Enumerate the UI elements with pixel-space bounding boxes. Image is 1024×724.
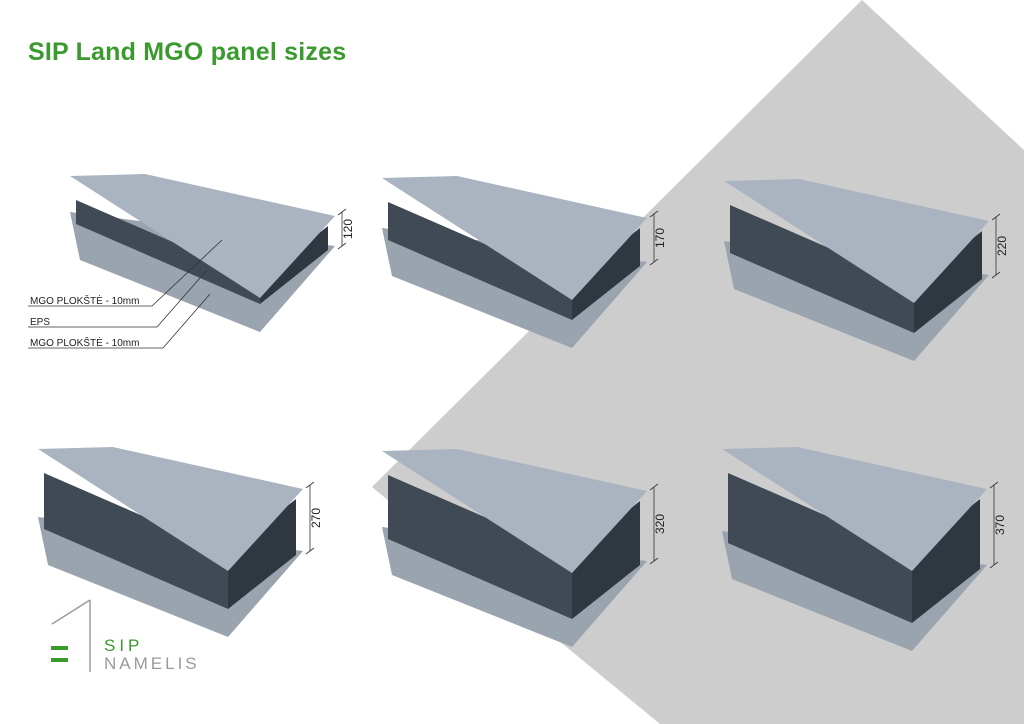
dimension-tick-top [649,483,659,491]
page-title: SIP Land MGO panel sizes [28,38,347,66]
panel-top-sheet [382,449,647,573]
panel-core-front [730,205,914,333]
dimension-tick-bottom [649,258,659,266]
panel-170: 170 [382,176,667,348]
panel-core-side [228,499,296,609]
brand-sip-text: SIP [104,636,144,655]
panel-top-sheet [382,176,647,300]
panel-core-side [912,499,980,623]
dimension-tick-top [991,213,1001,221]
panel-core-front [388,475,572,619]
panel-270: 270 [38,447,323,637]
brand-sip: SIP [104,636,143,656]
panel-core-front [388,202,572,320]
panel-top-sheet [724,179,989,303]
dimension-tick-top [337,208,347,216]
layer-label-eps: EPS [30,317,51,328]
panel-core-side [914,231,982,333]
dimension-tick-bottom [649,557,659,565]
panel-320: 320 [382,449,667,647]
panel-core-side [572,501,640,619]
panel-core-front [728,473,912,623]
dimension-tick-bottom [989,561,999,569]
panel-size-label: 220 [995,236,1009,256]
dimension-tick-top [989,481,999,489]
panel-top-sheet [722,447,987,571]
dimension-tick-bottom [991,271,1001,279]
layer-label-top-mgo: MGO PLOKŠTĖ - 10mm [30,296,140,307]
panel-size-label: 370 [993,515,1007,535]
layer-label-bottom-mgo: MGO PLOKŠTĖ - 10mm [30,338,140,349]
panel-size-label: 320 [653,514,667,534]
panel-top-sheet [70,174,335,298]
brand-namelis: NAMELIS [104,654,200,673]
dimension-tick-top [305,481,315,489]
panel-220: 220 [724,179,1009,361]
panel-size-label: 170 [653,228,667,248]
layer-leader-lines [28,239,223,349]
sip-namelis-logo [51,599,91,672]
panel-size-label: 270 [309,508,323,528]
panel-120: 120 [70,174,355,332]
panel-top-sheet [38,447,303,571]
panel-370: 370 [722,447,1007,651]
panel-size-label: 120 [341,219,355,239]
panel-core-side [260,226,328,304]
panel-core-side [572,228,640,320]
panel-core-front [76,200,260,304]
dimension-tick-top [649,210,659,218]
dimension-tick-bottom [337,242,347,250]
dimension-tick-bottom [305,547,315,555]
panel-core-front [44,473,228,609]
